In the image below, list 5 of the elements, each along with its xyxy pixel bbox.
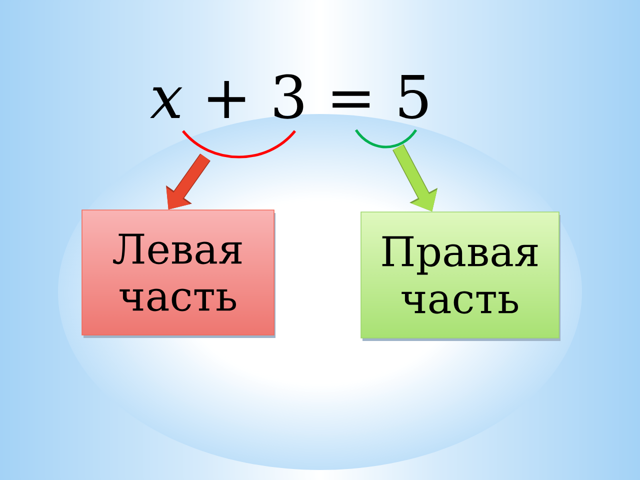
label-box: Правая часть — [360, 212, 560, 341]
arc — [182, 130, 296, 158]
arc — [354, 129, 418, 148]
equation: x + 3 = 5 — [150, 74, 428, 119]
label-box: Левая часть — [82, 210, 276, 338]
